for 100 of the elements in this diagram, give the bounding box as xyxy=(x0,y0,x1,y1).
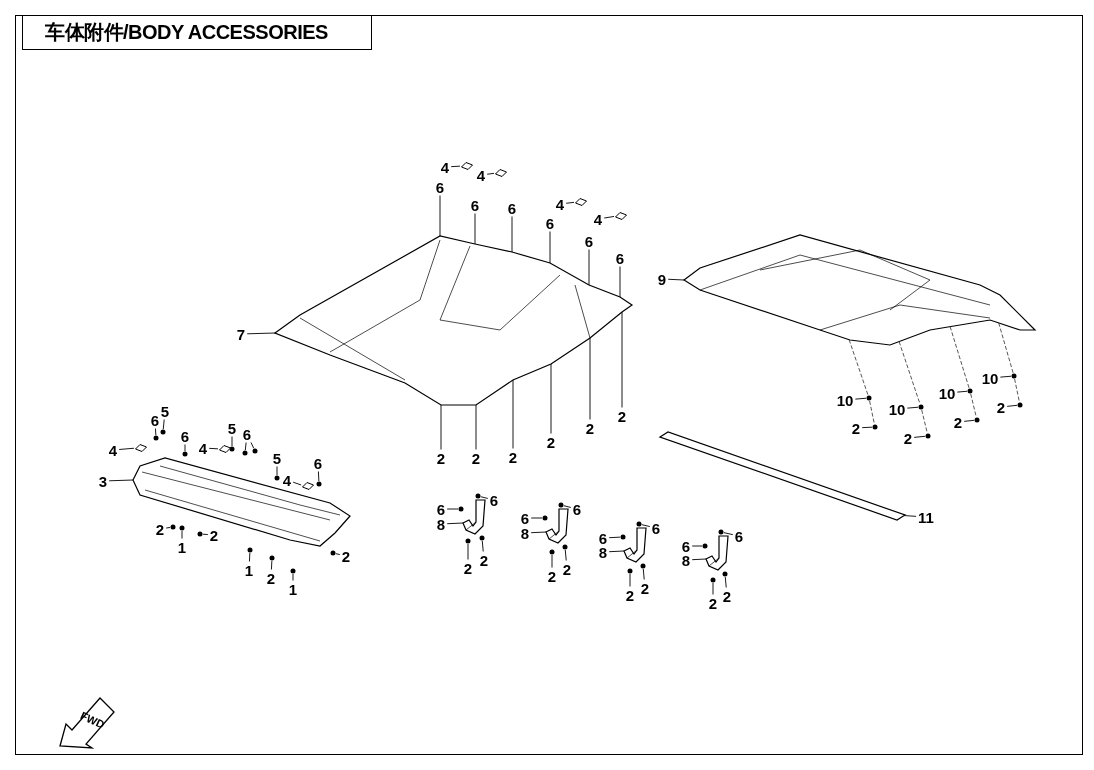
leader-line xyxy=(549,231,551,264)
callout-number: 4 xyxy=(107,442,119,458)
leader-line xyxy=(963,419,975,422)
leader-line xyxy=(480,496,489,499)
fastener-icon xyxy=(967,388,973,394)
leader-line xyxy=(903,515,917,517)
leader-line xyxy=(999,375,1012,378)
fastener-icon xyxy=(274,475,280,481)
decal-icon xyxy=(135,444,147,452)
leader-line xyxy=(691,558,707,561)
title: 车体附件/BODY ACCESSORIES xyxy=(22,16,372,50)
fastener-icon xyxy=(558,502,564,508)
leader-line xyxy=(446,508,459,510)
callout-number: 10 xyxy=(937,385,957,401)
fastener-icon xyxy=(562,544,568,550)
callout-number: 2 xyxy=(707,595,719,611)
callout-number: 1 xyxy=(176,539,188,555)
leader-line xyxy=(642,568,645,580)
leader-line xyxy=(250,442,255,449)
leader-line xyxy=(108,479,134,482)
callout-number: 6 xyxy=(469,197,481,213)
leader-line xyxy=(246,332,276,335)
leader-line xyxy=(162,419,165,430)
callout-number: 3 xyxy=(97,473,109,489)
callout-number: 2 xyxy=(995,399,1007,415)
callout-number: 2 xyxy=(435,450,447,466)
axis-line xyxy=(921,409,928,434)
bracket-drawing xyxy=(623,527,647,563)
fastener-icon xyxy=(925,433,931,439)
fastener-icon xyxy=(718,529,724,535)
fastener-icon xyxy=(1011,373,1017,379)
callout-number: 10 xyxy=(835,392,855,408)
fastener-icon xyxy=(636,521,642,527)
callout-number: 2 xyxy=(584,420,596,436)
callout-number: 8 xyxy=(435,516,447,532)
callout-number: 4 xyxy=(281,472,293,488)
fastener-icon xyxy=(153,435,159,441)
leader-line xyxy=(913,435,926,438)
fastener-icon xyxy=(549,549,555,555)
leader-line xyxy=(317,471,320,482)
bracket-drawing xyxy=(545,508,569,544)
callout-number: 6 xyxy=(650,520,662,536)
callout-number: 6 xyxy=(149,412,161,428)
fastener-icon xyxy=(479,535,485,541)
fastener-icon xyxy=(872,424,878,430)
callout-number: 2 xyxy=(952,414,964,430)
callout-number: 6 xyxy=(519,510,531,526)
leader-line xyxy=(723,532,734,536)
callout-number: 4 xyxy=(475,167,487,183)
decal-icon xyxy=(615,212,627,220)
leader-line xyxy=(292,573,294,581)
callout-number: 6 xyxy=(583,233,595,249)
callout-number: 6 xyxy=(597,530,609,546)
fastener-icon xyxy=(710,577,716,583)
callout-number: 6 xyxy=(614,250,626,266)
callout-number: 6 xyxy=(680,538,692,554)
callout-number: 4 xyxy=(197,440,209,456)
leader-line xyxy=(474,213,476,245)
callout-number: 2 xyxy=(470,450,482,466)
fastener-icon xyxy=(197,531,203,537)
leader-line xyxy=(854,397,867,400)
callout-number: 2 xyxy=(624,587,636,603)
leader-line xyxy=(335,553,341,556)
leader-line xyxy=(608,536,621,539)
callout-number: 7 xyxy=(235,326,247,342)
fastener-icon xyxy=(918,404,924,410)
leader-line xyxy=(530,531,547,534)
leader-line xyxy=(244,442,247,451)
leader-line xyxy=(641,524,651,527)
fastener-icon xyxy=(722,571,728,577)
axis-line xyxy=(970,393,977,418)
leader-line xyxy=(621,311,623,408)
callout-number: 2 xyxy=(340,548,352,564)
leader-line xyxy=(249,552,251,562)
callout-number: 2 xyxy=(850,420,862,436)
callout-number: 6 xyxy=(241,426,253,442)
callout-number: 2 xyxy=(561,561,573,577)
fastener-icon xyxy=(542,515,548,521)
callout-number: 5 xyxy=(226,420,238,436)
callout-number: 2 xyxy=(902,430,914,446)
callout-number: 2 xyxy=(154,521,166,537)
axis-line xyxy=(949,326,970,389)
callout-number: 8 xyxy=(680,552,692,568)
callout-number: 2 xyxy=(616,408,628,424)
callout-number: 4 xyxy=(439,159,451,175)
fastener-icon xyxy=(170,524,176,530)
callout-number: 1 xyxy=(243,562,255,578)
leader-line xyxy=(956,390,968,393)
fastener-icon xyxy=(1017,402,1023,408)
callout-number: 9 xyxy=(656,271,668,287)
leader-line xyxy=(712,582,714,595)
callout-number: 8 xyxy=(519,525,531,541)
callout-number: 2 xyxy=(546,568,558,584)
leader-line xyxy=(467,543,469,560)
leader-line xyxy=(208,447,219,450)
callout-number: 2 xyxy=(639,580,651,596)
decal-icon xyxy=(461,162,473,170)
fastener-icon xyxy=(160,429,166,435)
decal-icon xyxy=(495,169,507,177)
fastener-icon xyxy=(640,563,646,569)
